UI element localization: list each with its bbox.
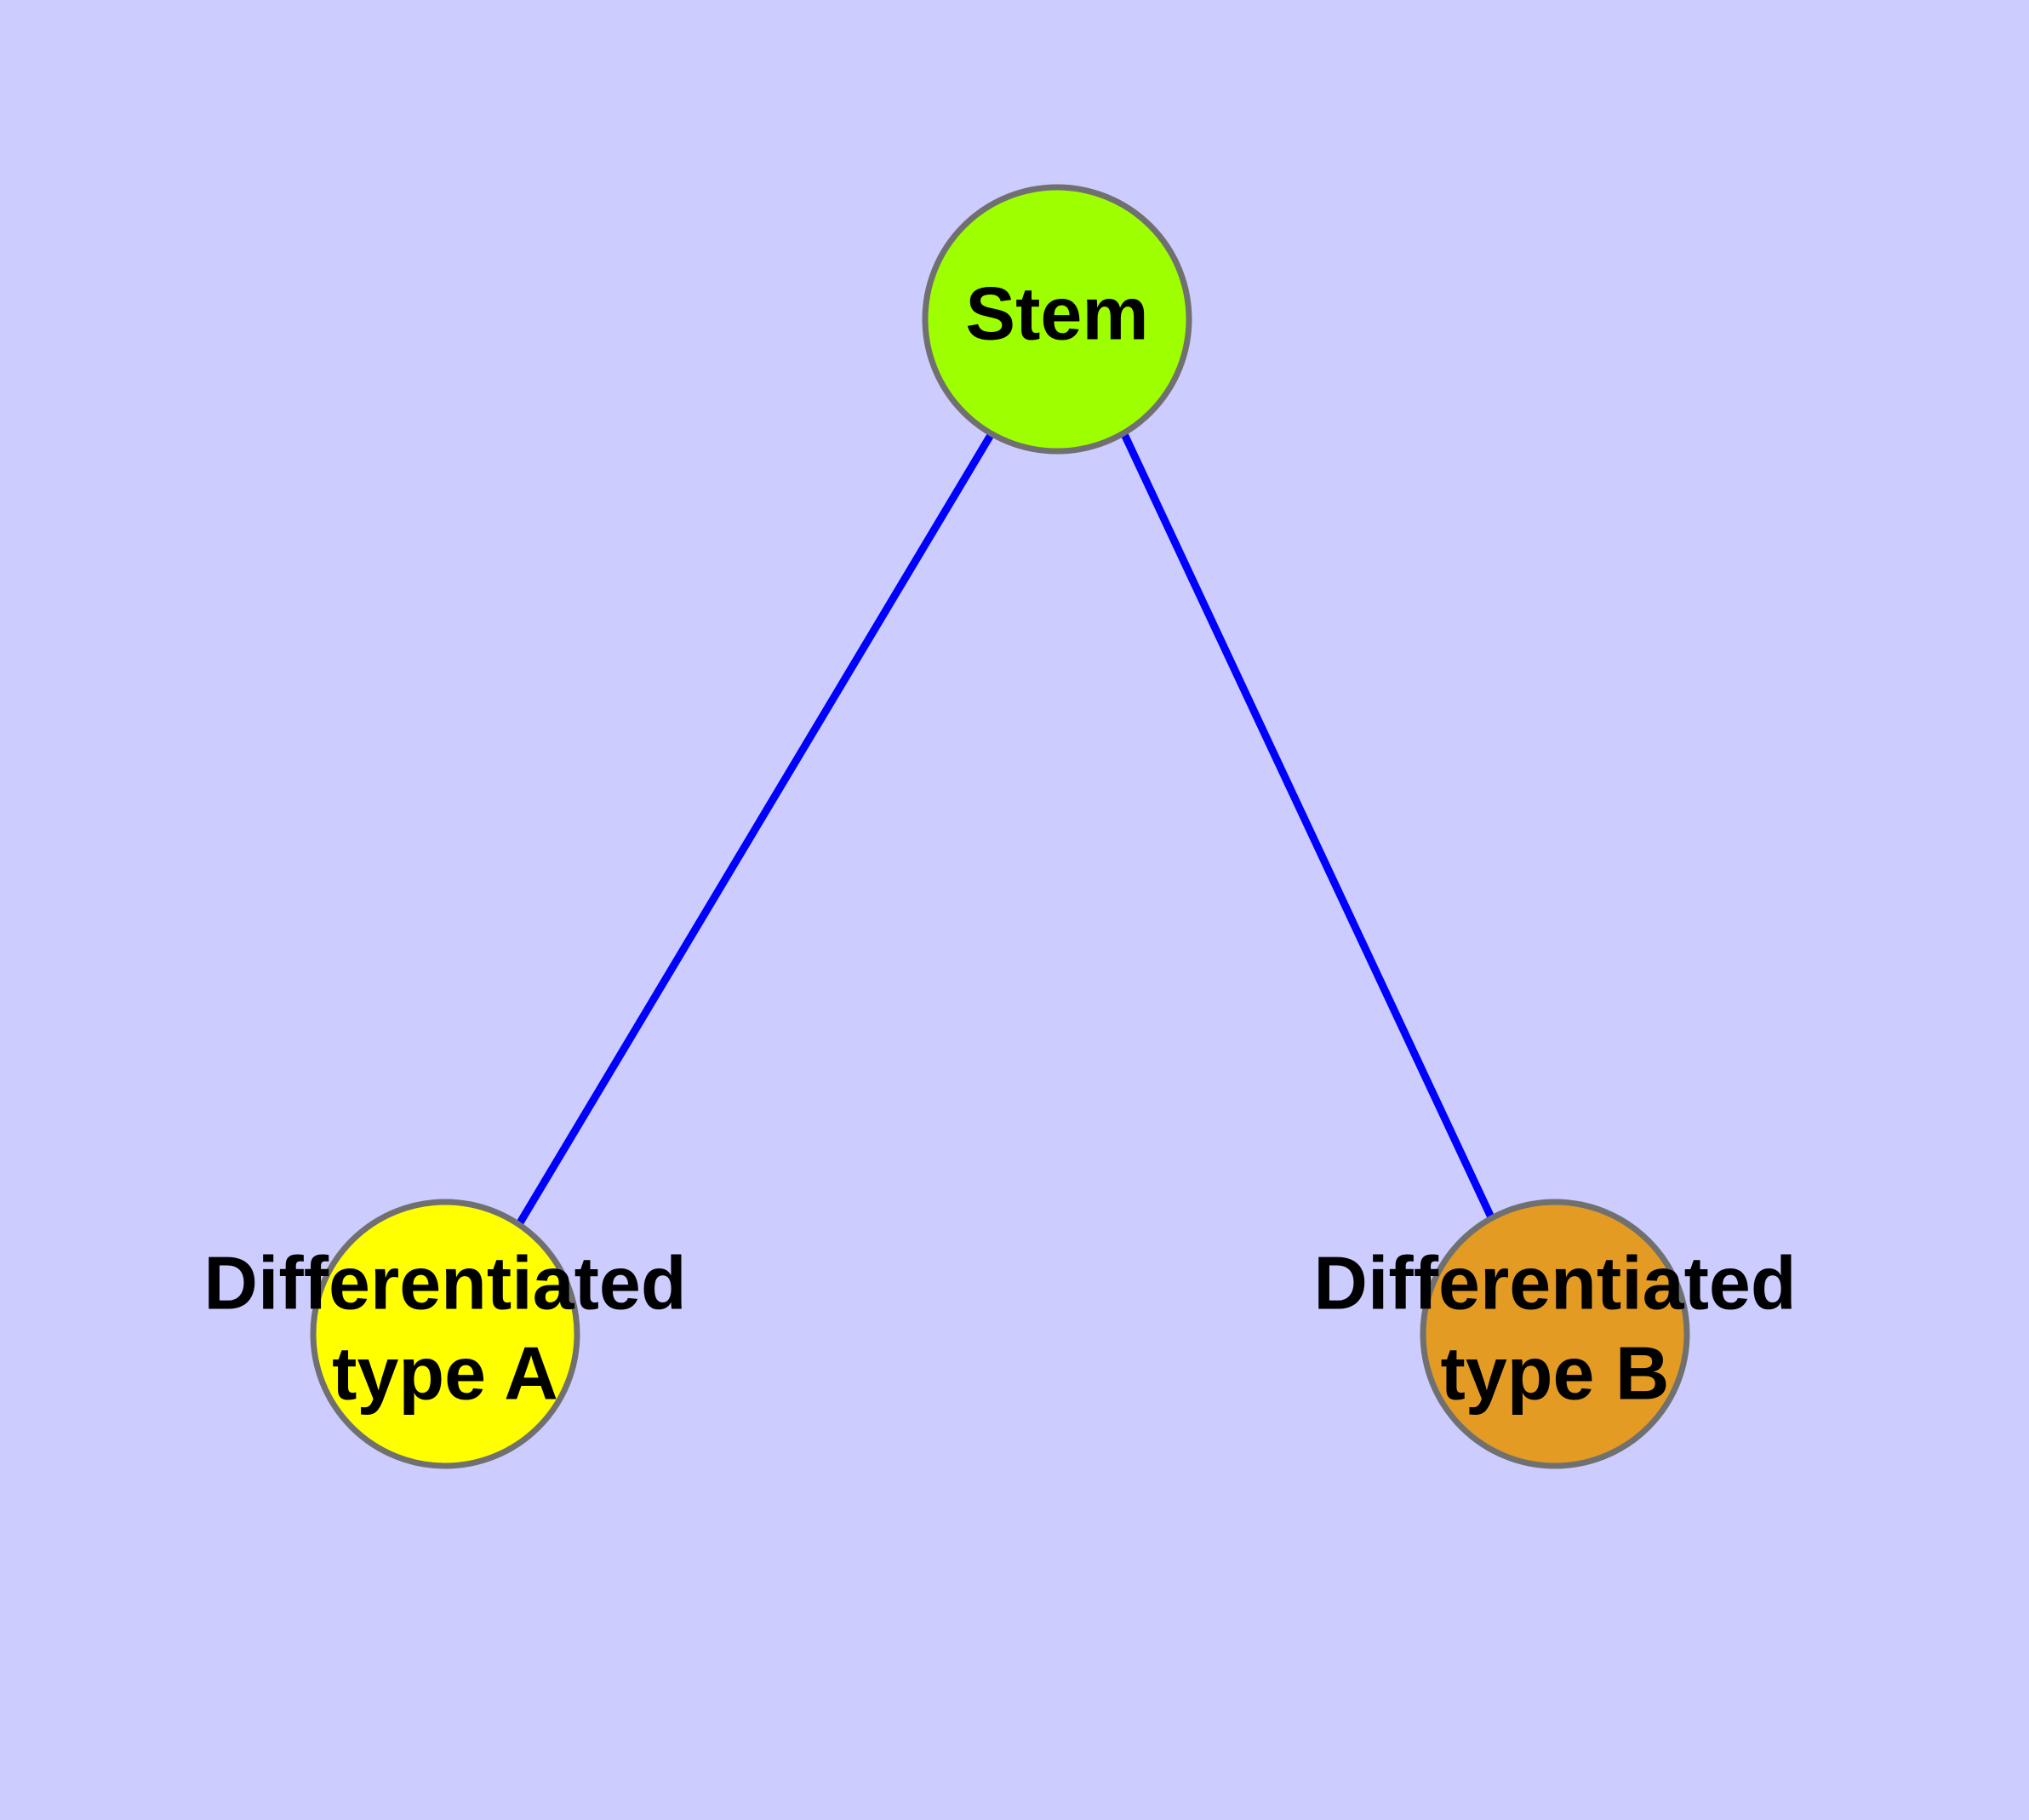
node-stem-label: Stem — [965, 271, 1148, 355]
node-diff-a-circle[interactable] — [310, 1199, 580, 1469]
node-diff-a[interactable] — [310, 1199, 580, 1469]
node-diff-a-label-line-1: Differentiated — [203, 1240, 686, 1325]
node-diff-a-label-line-2: type A — [332, 1331, 558, 1415]
node-diff-b-label: Differentiated type B — [1313, 1240, 1796, 1415]
edge-stem-to-diff-b — [1120, 432, 1495, 1219]
node-diff-b-circle[interactable] — [1420, 1199, 1690, 1469]
label-layer: Stem Differentiated type A Differentiate… — [203, 271, 1796, 1415]
node-stem-circle[interactable] — [922, 184, 1192, 455]
node-diff-a-label: Differentiated type A — [203, 1240, 686, 1415]
node-layer — [310, 184, 1690, 1469]
node-diff-b-label-line-1: Differentiated — [1313, 1240, 1796, 1325]
node-diff-b[interactable] — [1420, 1199, 1690, 1469]
node-stem[interactable] — [922, 184, 1192, 455]
node-diff-b-label-line-2: type B — [1441, 1331, 1670, 1415]
edge-stem-to-diff-a — [516, 432, 994, 1227]
edge-layer — [516, 432, 1495, 1227]
